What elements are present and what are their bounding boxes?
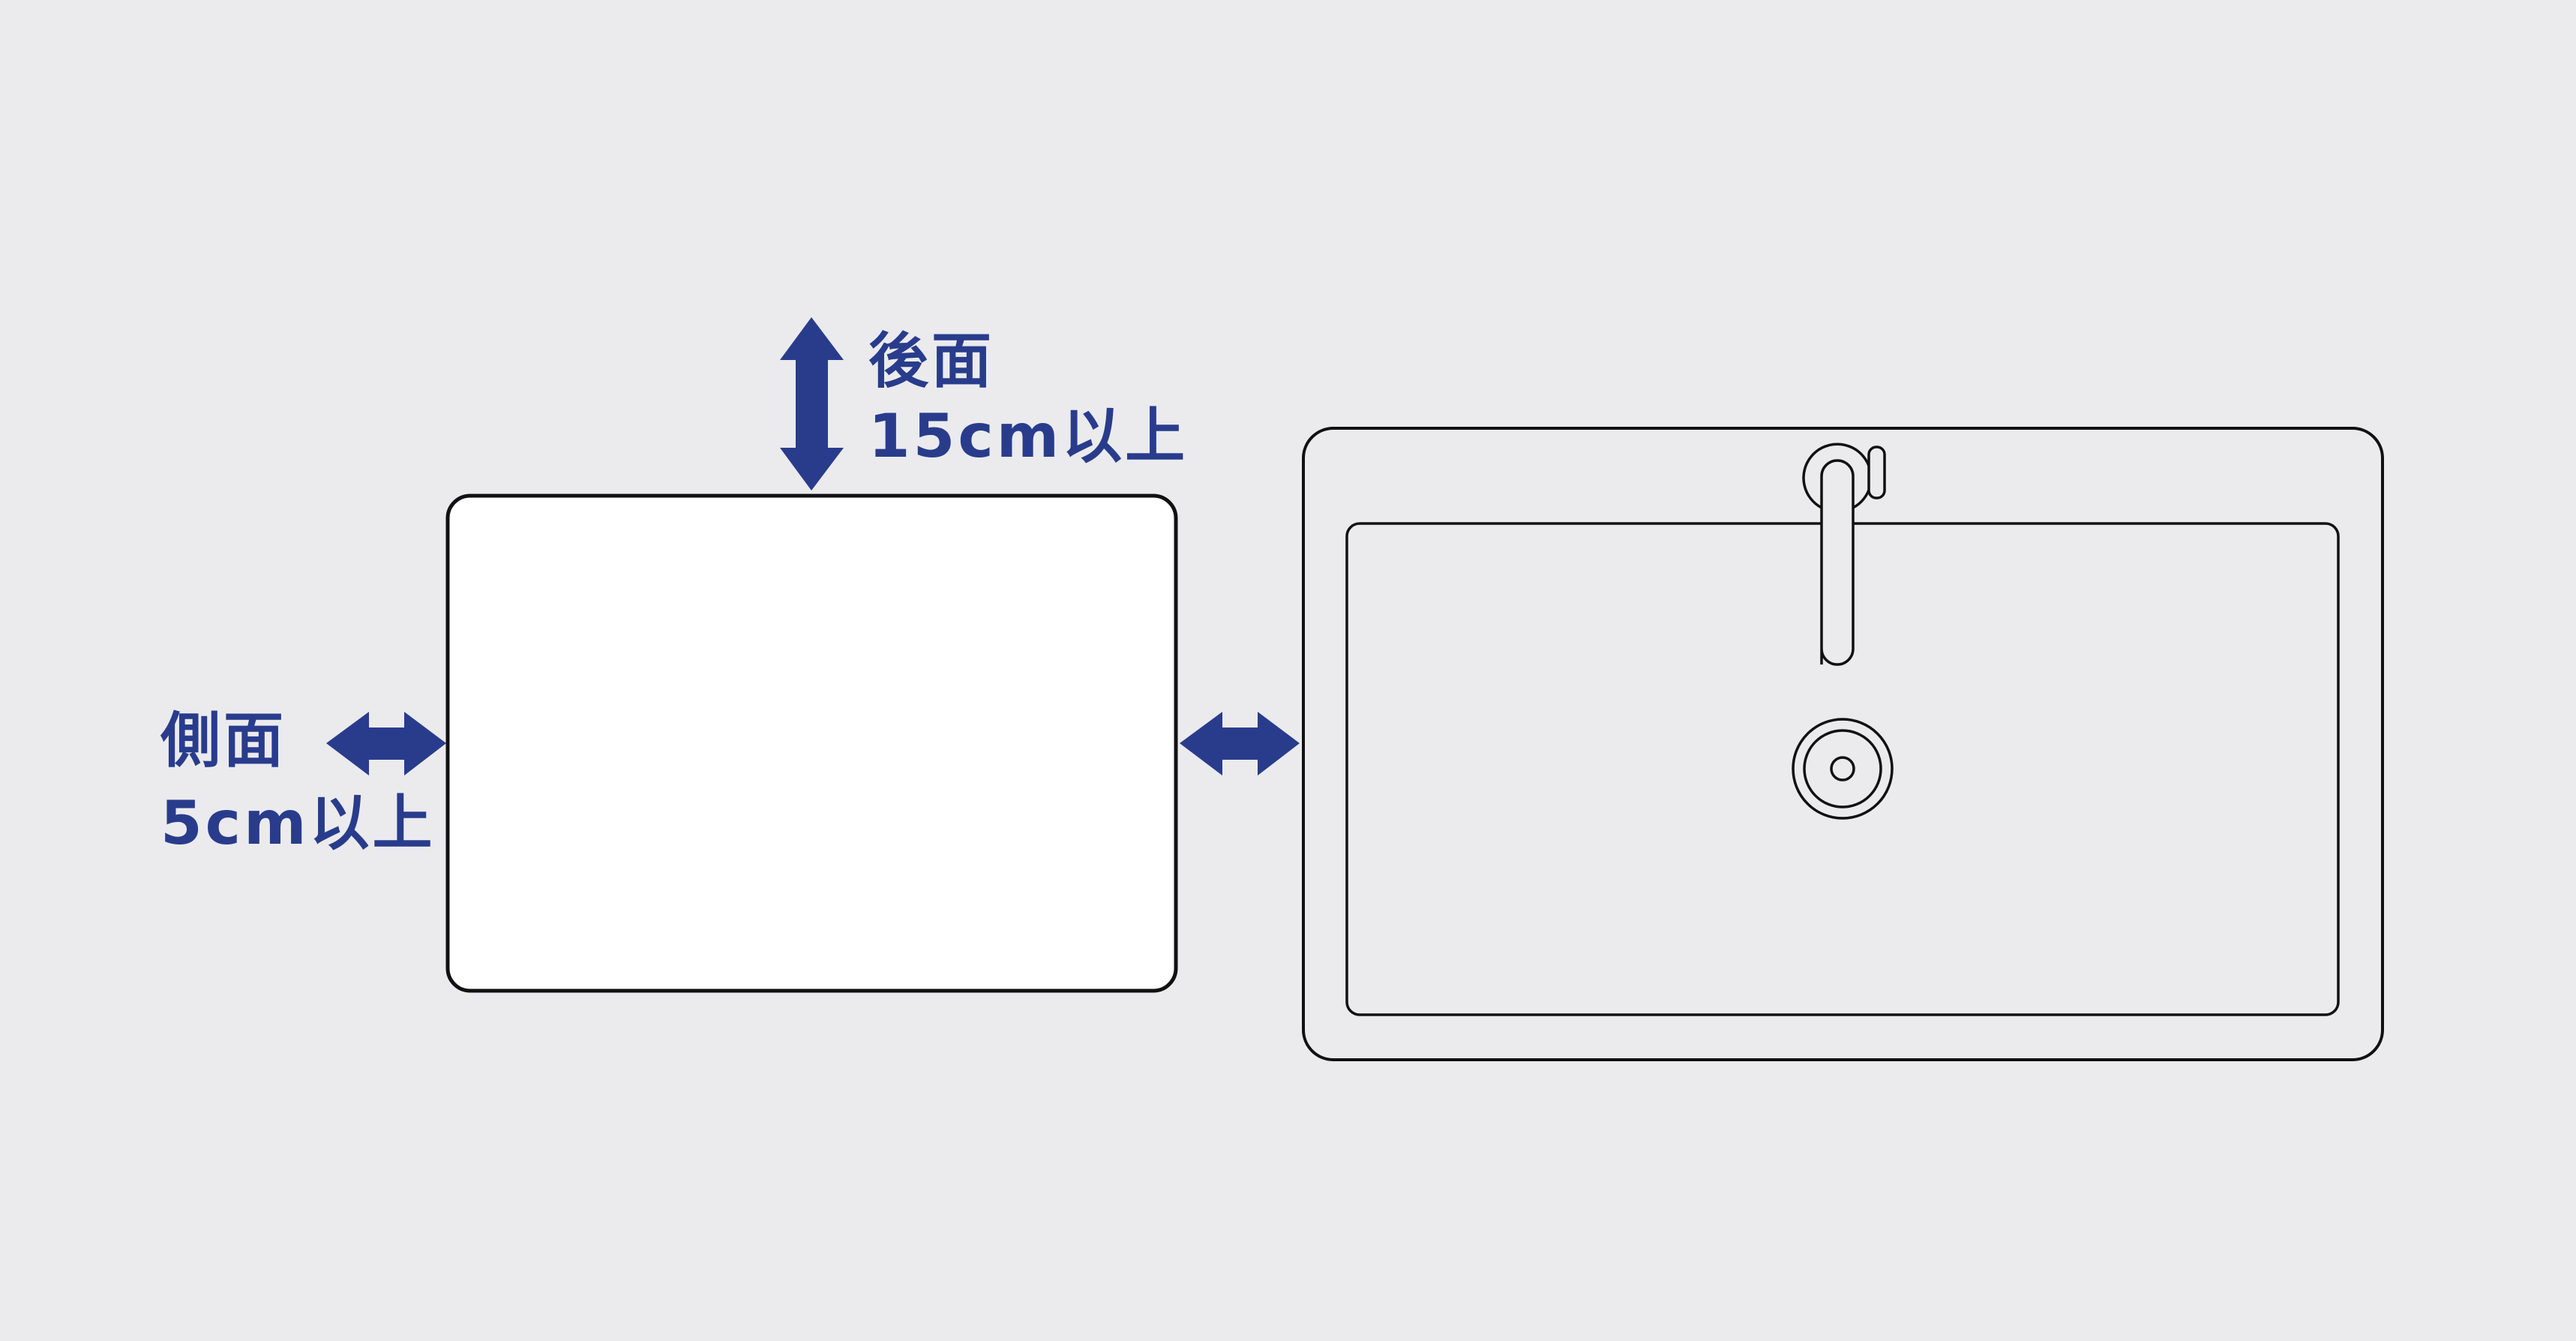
- faucet-icon: [1802, 442, 1886, 666]
- right-side-clearance-arrow-icon: [1180, 712, 1300, 776]
- side-label-distance: 5cm以上: [160, 788, 436, 858]
- rear-label-distance: 15cm以上: [868, 401, 1189, 471]
- side-label-title: 側面: [160, 706, 286, 776]
- appliance-box: [445, 494, 1178, 993]
- rear-label-title: 後面: [868, 326, 994, 396]
- rear-clearance-arrow-icon: [780, 317, 844, 490]
- drain-icon: [1792, 718, 1894, 820]
- left-side-clearance-arrow-icon: [326, 712, 446, 776]
- rear-clearance-label: 後面 15cm以上: [868, 332, 1188, 466]
- side-clearance-label: 側面 5cm以上: [160, 711, 435, 854]
- sink-counter: [1302, 427, 2384, 1061]
